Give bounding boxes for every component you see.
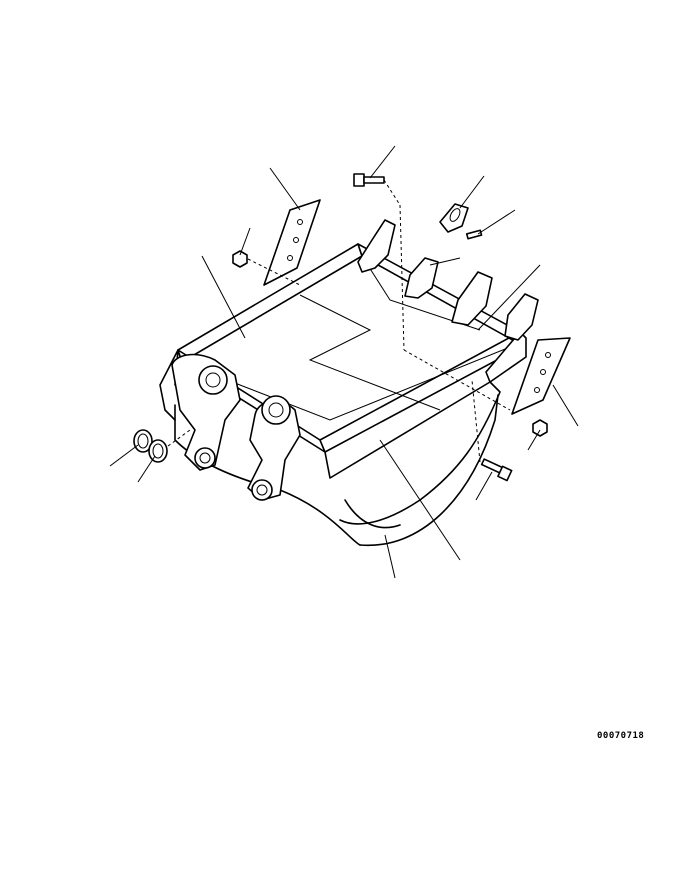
bucket-body: [159, 243, 527, 547]
bolt-bottom: [480, 458, 513, 482]
exploded-tooth: [439, 203, 469, 233]
tooth-3: [451, 271, 493, 326]
leader-lines: [109, 145, 579, 579]
bucket-wear-strip: [344, 499, 401, 529]
bucket-top-back-edge: [177, 243, 363, 363]
tooth-pin: [465, 229, 483, 240]
tooth-4: [504, 293, 539, 341]
bolt-top: [353, 173, 385, 187]
bracket-left-lower-boss: [194, 447, 216, 469]
bracket-left-boss: [198, 365, 228, 395]
side-cutter-right-plate: [511, 337, 571, 415]
fasteners: [133, 173, 548, 482]
bucket-teeth: [357, 203, 539, 341]
bracket-right: [247, 400, 301, 501]
assembly-lines: [167, 179, 511, 463]
nut-right: [532, 419, 548, 437]
mounting-brackets: [171, 353, 301, 501]
bucket-right-side-plate: [485, 331, 527, 383]
bucket-bottom-curve-right: [359, 394, 499, 547]
tooth-1: [357, 219, 396, 273]
tooth-2: [404, 257, 439, 299]
bolt-top-head: [353, 173, 365, 187]
bolt-bottom-head: [497, 465, 513, 482]
bucket-inner-floor: [361, 255, 481, 331]
bucket-front-edge: [319, 331, 526, 453]
bucket-floor-fold: [299, 294, 441, 411]
side-cutter-left-plate: [263, 199, 321, 286]
bracket-right-boss: [261, 395, 291, 425]
bolt-top-shank: [363, 176, 385, 184]
side-cutter-right: [511, 337, 571, 415]
bolt-bottom-shank: [480, 458, 504, 474]
nut-left: [232, 250, 248, 268]
shim-2: [148, 439, 168, 463]
side-cutter-left: [263, 199, 321, 286]
shim-1: [133, 429, 153, 453]
bracket-right-lower-boss: [251, 479, 273, 501]
drawing-code: 00070718: [597, 731, 645, 741]
